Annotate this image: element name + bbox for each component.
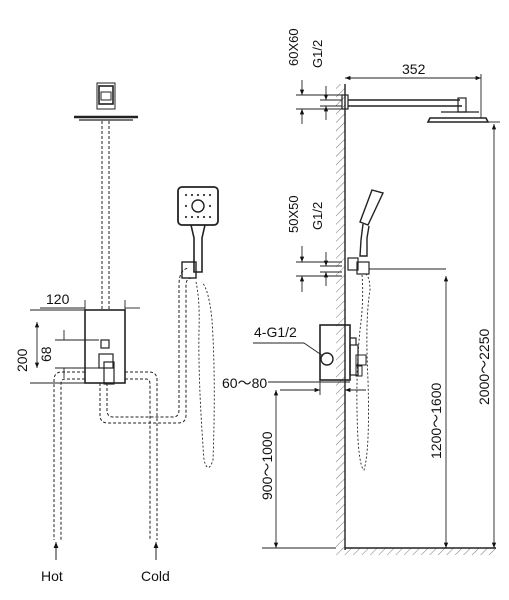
- hand-shower-icon: [177, 186, 219, 468]
- side-hand-shower: [347, 189, 384, 471]
- inlet-leader: [303, 342, 324, 357]
- dim-wall-depth: [280, 380, 366, 395]
- diverter-valve-icon: [84, 309, 126, 385]
- wall-section: [336, 84, 345, 550]
- shower-arm: [341, 94, 490, 123]
- dim-mid-plate: [296, 246, 446, 292]
- floor-section: [336, 548, 496, 555]
- hot-label: Hot: [41, 568, 63, 584]
- wall-depth-label: 60～80: [222, 375, 267, 391]
- dim-120: [40, 300, 140, 316]
- inlet-threads-label: 4-G1/2: [254, 324, 297, 340]
- arm-length-label: 352: [402, 61, 426, 77]
- mid-plate-size-label: 50X50: [286, 195, 301, 233]
- dim-width-label: 120: [46, 291, 70, 307]
- shower-height-label: 2000～2250: [476, 328, 492, 405]
- top-thread-label: G1/2: [310, 40, 325, 68]
- dim-height-inner-label: 68: [38, 346, 54, 362]
- top-plate-size-label: 60X60: [286, 28, 301, 66]
- water-inlet-arrow-icon: [53, 542, 159, 560]
- dim-height-outer-label: 200: [14, 348, 30, 372]
- front-view: [30, 82, 219, 560]
- dim-352: [345, 74, 482, 118]
- mid-thread-label: G1/2: [310, 202, 325, 230]
- valve-height-label: 900～1000: [259, 431, 275, 500]
- dim-200-68: [30, 309, 99, 384]
- side-view: [253, 74, 500, 555]
- riser-pipe: [101, 121, 110, 310]
- outlet-height-label: 1200～1600: [428, 382, 444, 459]
- cold-label: Cold: [141, 568, 170, 584]
- rain-showerhead-icon: [74, 82, 138, 121]
- dim-top-plate: [296, 80, 342, 124]
- supply-pipes: [53, 267, 193, 540]
- dim-heights: [262, 121, 500, 549]
- side-valve-box: [319, 324, 367, 381]
